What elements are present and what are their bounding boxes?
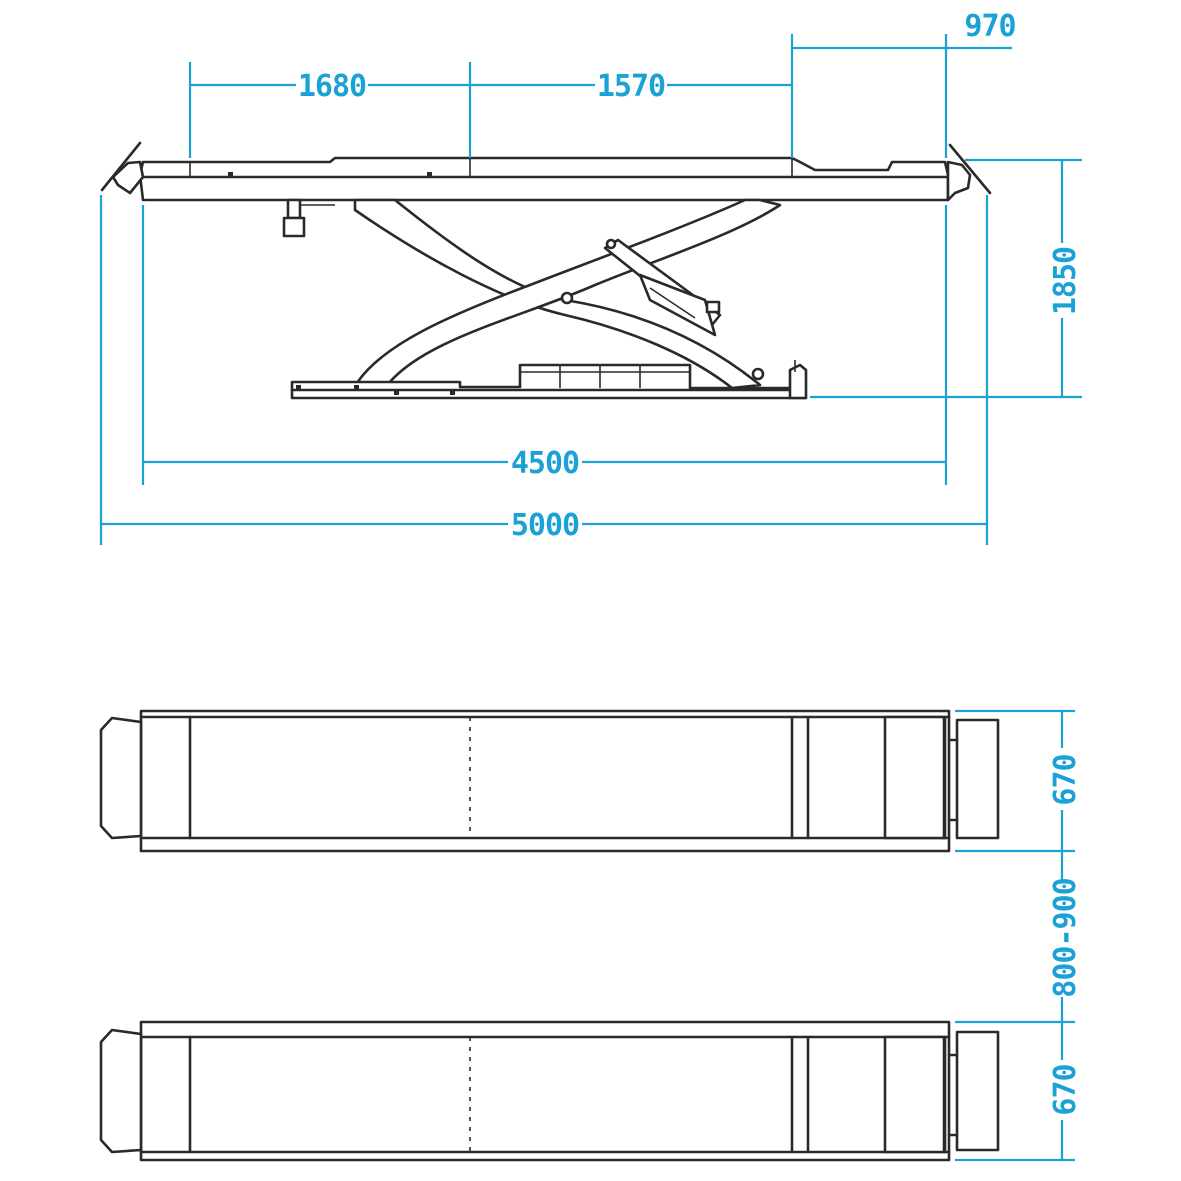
side-view-hydraulic-cylinder	[603, 238, 722, 337]
dimension-1680-label: 1680	[298, 69, 366, 104]
side-view: 1680 1570 970 1850	[99, 9, 1083, 545]
side-view-left-ramp	[100, 141, 145, 195]
top-view-platform-2	[99, 1020, 1000, 1162]
dimension-670-top-label: 670	[1048, 754, 1083, 805]
top-view-platform-1	[99, 709, 1000, 853]
top-view-left-ramp-2	[99, 1028, 143, 1154]
dimension-1680: 1680	[188, 62, 470, 158]
dimension-5000-label: 5000	[511, 508, 579, 543]
dimension-970: 970	[790, 9, 1017, 158]
top-view-left-ramp-1	[99, 716, 143, 840]
side-view-base-frame	[290, 360, 808, 400]
dimension-4500: 4500	[141, 205, 948, 485]
dimension-1850-label: 1850	[1048, 247, 1083, 315]
dimension-gap-label: 800-900	[1048, 878, 1083, 997]
dimension-4500-label: 4500	[511, 446, 579, 481]
side-view-deck	[138, 156, 950, 202]
side-view-scissor-arms	[353, 198, 782, 390]
dimension-670-bottom-label: 670	[1048, 1064, 1083, 1115]
side-view-right-ramp	[946, 143, 992, 202]
top-view-dimensions: 670 800-900 670	[955, 709, 1083, 1162]
top-view-right-ramp-2	[955, 1030, 1000, 1152]
dimension-1570: 1570	[468, 62, 792, 158]
top-view-right-ramp-1	[955, 718, 1000, 840]
dimension-1570-label: 1570	[597, 69, 665, 104]
dimension-970-label: 970	[964, 9, 1015, 44]
side-view-lock-bracket	[282, 198, 335, 238]
dimension-5000: 5000	[99, 195, 989, 545]
